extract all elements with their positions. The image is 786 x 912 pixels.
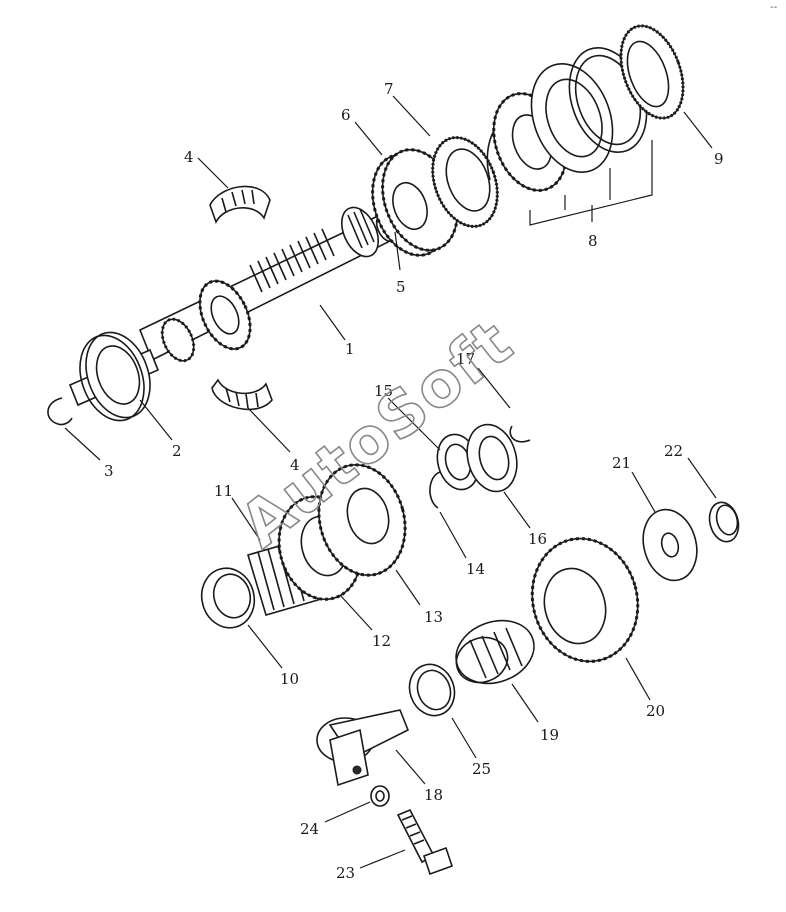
callout-17: 17 xyxy=(456,350,475,368)
part-21-washer xyxy=(642,508,698,582)
callout-11: 11 xyxy=(214,482,233,500)
callout-21: 21 xyxy=(612,454,631,472)
part-9-synchro-ring xyxy=(619,24,685,120)
part-2-bearing xyxy=(79,331,151,422)
part-23-bolt xyxy=(396,808,454,876)
callout-1: 1 xyxy=(345,340,355,358)
callout-numbers: 1 2 3 4 4 5 6 7 8 9 10 11 12 13 14 15 16… xyxy=(104,80,724,882)
callout-24: 24 xyxy=(300,820,319,838)
callout-8: 8 xyxy=(588,232,598,250)
callout-9: 9 xyxy=(714,150,724,168)
callout-14: 14 xyxy=(466,560,485,578)
callout-5: 5 xyxy=(396,278,406,296)
leader-lines xyxy=(64,95,717,869)
part-4-needle-bearing-upper xyxy=(209,185,271,225)
part-8-synchronizer-assembly xyxy=(486,46,653,226)
callout-2: 2 xyxy=(172,442,182,460)
callout-22: 22 xyxy=(664,442,683,460)
callout-4-lower: 4 xyxy=(290,456,300,474)
part-22-snap-ring xyxy=(708,501,740,543)
part-25-ring xyxy=(408,663,456,717)
callout-7: 7 xyxy=(384,80,394,98)
corner-mark: -- xyxy=(770,2,778,13)
part-3-snap-ring xyxy=(47,397,73,426)
part-18-shaft-support xyxy=(316,709,410,787)
part-14-snap-ring xyxy=(429,471,441,509)
callout-6: 6 xyxy=(341,106,351,124)
part-4-needle-bearing-lower xyxy=(211,378,273,411)
part-7-synchro-ring xyxy=(431,136,499,228)
callout-10: 10 xyxy=(280,670,299,688)
callout-13: 13 xyxy=(424,608,443,626)
callout-23: 23 xyxy=(336,864,355,882)
part-17-snap-ring xyxy=(509,425,531,443)
callout-25: 25 xyxy=(472,760,491,778)
part-24-washer xyxy=(370,785,390,807)
part-16-bearing xyxy=(466,423,518,493)
callout-4-upper: 4 xyxy=(184,148,194,166)
callout-20: 20 xyxy=(646,702,665,720)
callout-3: 3 xyxy=(104,462,114,480)
callout-15: 15 xyxy=(374,382,393,400)
callout-16: 16 xyxy=(528,530,547,548)
part-19-needle-cage xyxy=(455,619,535,685)
part-20-helical-gear xyxy=(530,537,640,663)
callout-12: 12 xyxy=(372,632,391,650)
part-10-bearing-race xyxy=(200,567,256,629)
callout-19: 19 xyxy=(540,726,559,744)
part-13-gear xyxy=(317,463,407,577)
callout-18: 18 xyxy=(424,786,443,804)
